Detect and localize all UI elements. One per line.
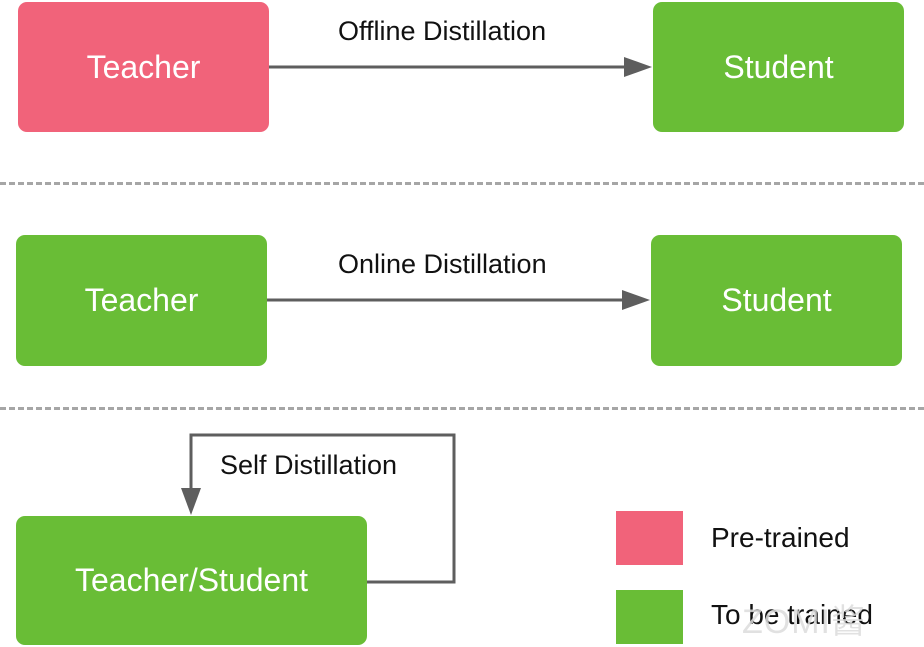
separator-top [0,182,924,185]
offline-distillation-label: Offline Distillation [338,16,547,46]
legend-to-be-trained-swatch [616,590,683,644]
offline-arrow [269,57,652,77]
online-distillation-label: Online Distillation [338,249,547,279]
self-loop-arrow [181,433,456,584]
offline-teacher-box: Teacher [18,2,269,132]
separator-bottom [0,407,924,410]
online-teacher-box: Teacher [16,235,267,366]
online-student-box: Student [651,235,902,366]
watermark: ZOMI酱 [742,603,866,641]
self-teacher-student-box: Teacher/Student [16,516,367,645]
legend-pretrained-swatch [616,511,683,565]
legend-to-be-trained-label: To be trained [711,599,873,630]
offline-teacher-label: Teacher [86,48,201,85]
online-student-label: Student [721,282,832,318]
offline-student-label: Student [723,48,834,85]
online-arrow [267,290,650,310]
offline-student-box: Student [653,2,904,132]
online-teacher-label: Teacher [84,282,199,318]
self-node-label: Teacher/Student [74,562,309,598]
self-distillation-label: Self Distillation [220,450,398,480]
legend-pretrained-label: Pre-trained [711,522,850,553]
